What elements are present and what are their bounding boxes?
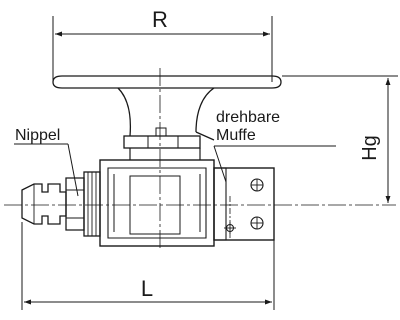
left-threaded-end: [65, 171, 101, 237]
nippel-label: Nippel: [15, 127, 60, 144]
handle-lever: [52, 75, 282, 141]
valve-stem: [123, 127, 201, 160]
dimension-l: [21, 222, 275, 310]
dimension-r: [52, 16, 273, 82]
dimension-r-label: R: [152, 7, 168, 32]
dimension-l-label: L: [141, 276, 153, 301]
muffe-label-line1: drehbare: [216, 109, 280, 126]
nippel-coupling: [21, 183, 67, 225]
leader-nippel: [14, 143, 79, 197]
valve-body: [99, 159, 215, 247]
muffe-label-line2: Muffe: [216, 127, 256, 144]
leader-muffe: [213, 145, 336, 183]
dimension-hg-label: Hg: [359, 135, 381, 161]
dimension-hg: [282, 75, 398, 203]
drehbare-muffe: [213, 167, 275, 241]
center-lines: [4, 68, 396, 250]
